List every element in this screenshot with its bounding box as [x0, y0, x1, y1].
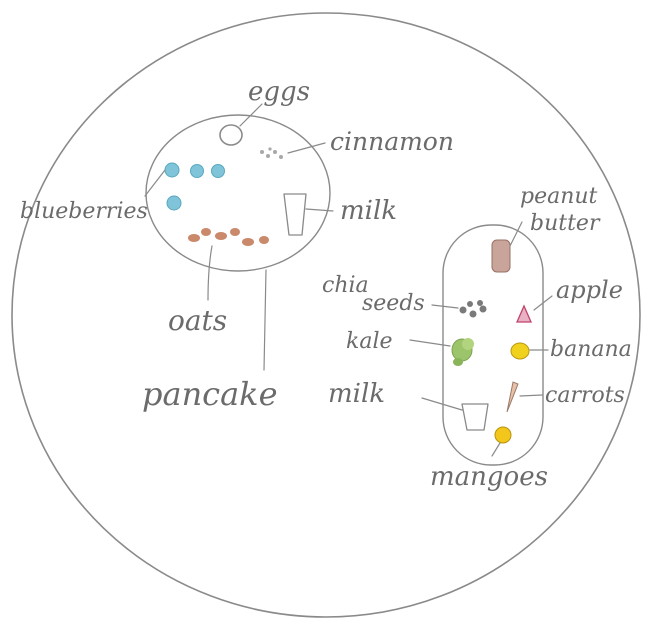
mangoes-label: mangoes	[430, 462, 548, 492]
plate-circle	[12, 13, 640, 617]
blueberries-leader	[145, 170, 165, 196]
chia-label-2: seeds	[362, 291, 425, 316]
oats-leader	[208, 246, 212, 300]
smoothie-milk-label: milk	[328, 379, 385, 409]
peanut-butter-label-2: butter	[530, 211, 601, 236]
banana-label: banana	[550, 337, 632, 362]
apple-label: apple	[556, 276, 623, 304]
kale-label: kale	[346, 329, 393, 354]
peanut-butter-icon	[492, 240, 510, 272]
kale-icon	[452, 338, 474, 366]
milk-glass-icon	[284, 194, 306, 235]
chia-seeds-leader	[432, 305, 458, 308]
blueberries-label: blueberries	[20, 199, 148, 224]
carrot-icon	[507, 382, 518, 412]
cinnamon-leader	[288, 143, 325, 153]
cinnamon-icon	[260, 147, 283, 159]
mangoes-leader	[492, 443, 500, 456]
banana-icon	[511, 343, 529, 359]
smoothie-milk-icon	[462, 404, 488, 430]
egg-icon	[220, 125, 242, 145]
peanut-butter-leader	[510, 222, 522, 246]
cinnamon-label: cinnamon	[330, 127, 454, 156]
apple-icon	[517, 306, 531, 322]
blueberry-icons	[165, 163, 225, 210]
mango-icon	[495, 427, 511, 443]
carrots-label: carrots	[545, 383, 625, 408]
milk-leader	[306, 209, 333, 211]
milk-label: milk	[340, 196, 397, 226]
pancake-label: pancake	[142, 375, 278, 413]
pancake-circle	[146, 115, 330, 271]
eggs-label: eggs	[248, 77, 310, 107]
oats-label: oats	[168, 304, 227, 337]
pancake-leader	[264, 270, 266, 370]
smoothie-milk-leader	[422, 398, 462, 410]
carrots-leader	[520, 395, 542, 396]
chia-seeds-icon	[460, 300, 487, 318]
peanut-butter-label-1: peanut	[520, 184, 598, 209]
oats-icons	[188, 228, 269, 246]
kale-leader	[410, 340, 450, 346]
